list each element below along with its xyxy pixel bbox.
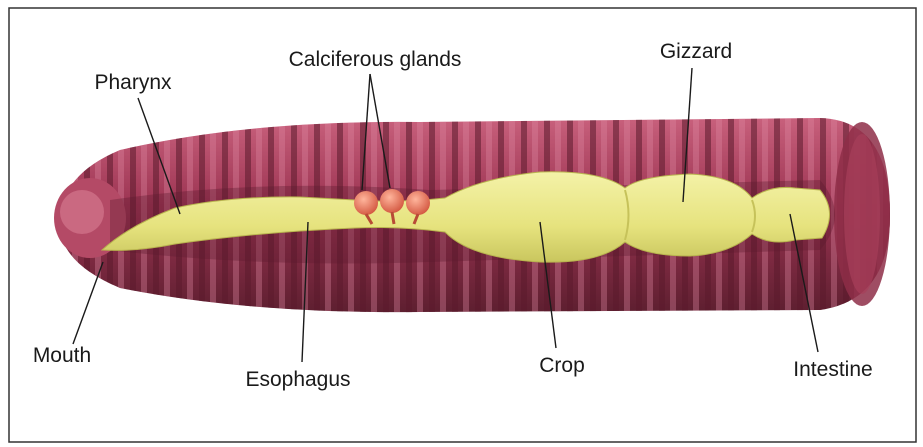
label-gizzard: Gizzard: [660, 40, 732, 63]
label-intestine: Intestine: [793, 358, 872, 381]
gland-1: [354, 191, 378, 215]
label-pharynx: Pharynx: [94, 71, 172, 94]
label-crop: Crop: [539, 354, 585, 377]
gland-2: [380, 189, 404, 213]
label-calciferous-glands: Calciferous glands: [289, 48, 462, 71]
leader-mouth: [73, 262, 103, 344]
gland-3: [406, 191, 430, 215]
label-esophagus: Esophagus: [245, 368, 350, 391]
label-mouth: Mouth: [33, 344, 91, 367]
